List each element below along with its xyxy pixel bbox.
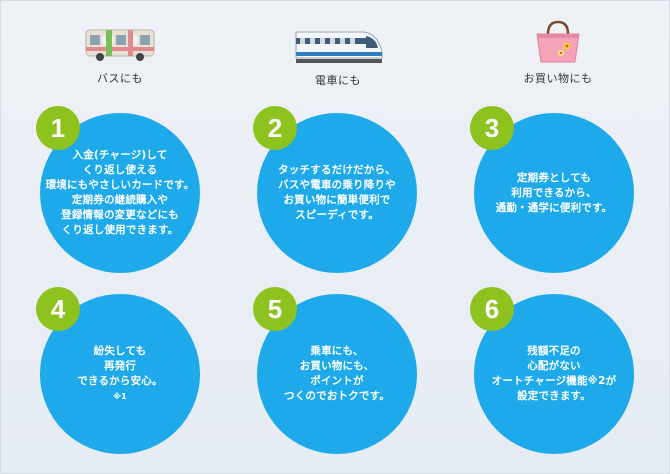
feature-text-1: 入金(チャージ)して くり返し使える 環境にもやさしいカードです。 定期券の継続…: [45, 149, 195, 236]
feature-number-2: 2: [253, 106, 297, 150]
feature-text-5: 乗車にも、 お買い物にも、 ポイントが つくのでおトクです。: [284, 345, 390, 402]
bus-icon: [85, 29, 155, 61]
shopping-bag-icon: [536, 20, 580, 63]
feature-circle-4: 紛失しても 再発行 できるから安心。 ※1: [40, 294, 200, 454]
feature-number-3: 3: [470, 106, 514, 150]
feature-text-4: 紛失しても 再発行 できるから安心。 ※1: [77, 344, 162, 404]
category-shopping: お買い物にも: [498, 20, 618, 86]
feature-text-6: 残額不足の 心配がない オートチャージ機能※2が 設定できます。: [491, 345, 617, 402]
category-bus: バスにも: [60, 26, 180, 86]
feature-number-5: 5: [253, 287, 297, 331]
category-label-bus: バスにも: [97, 72, 143, 85]
feature-text-3: 定期券としても 利用できるから、 通勤・通学に便利です。: [495, 171, 613, 214]
feature-note-4: ※1: [113, 392, 127, 401]
train-icon: [295, 31, 383, 63]
feature-number-6: 6: [470, 287, 514, 331]
feature-number-1: 1: [36, 106, 80, 150]
feature-text-4-main: 紛失しても 再発行 できるから安心。: [77, 345, 163, 387]
category-label-train: 電車にも: [315, 74, 361, 87]
category-label-shopping: お買い物にも: [523, 72, 593, 85]
category-train: 電車にも: [278, 26, 398, 88]
feature-text-2: タッチするだけだから、 バスや電車の乗り降りや お買い物に簡単便利で スピーディ…: [278, 164, 396, 221]
feature-number-4: 4: [36, 287, 80, 331]
